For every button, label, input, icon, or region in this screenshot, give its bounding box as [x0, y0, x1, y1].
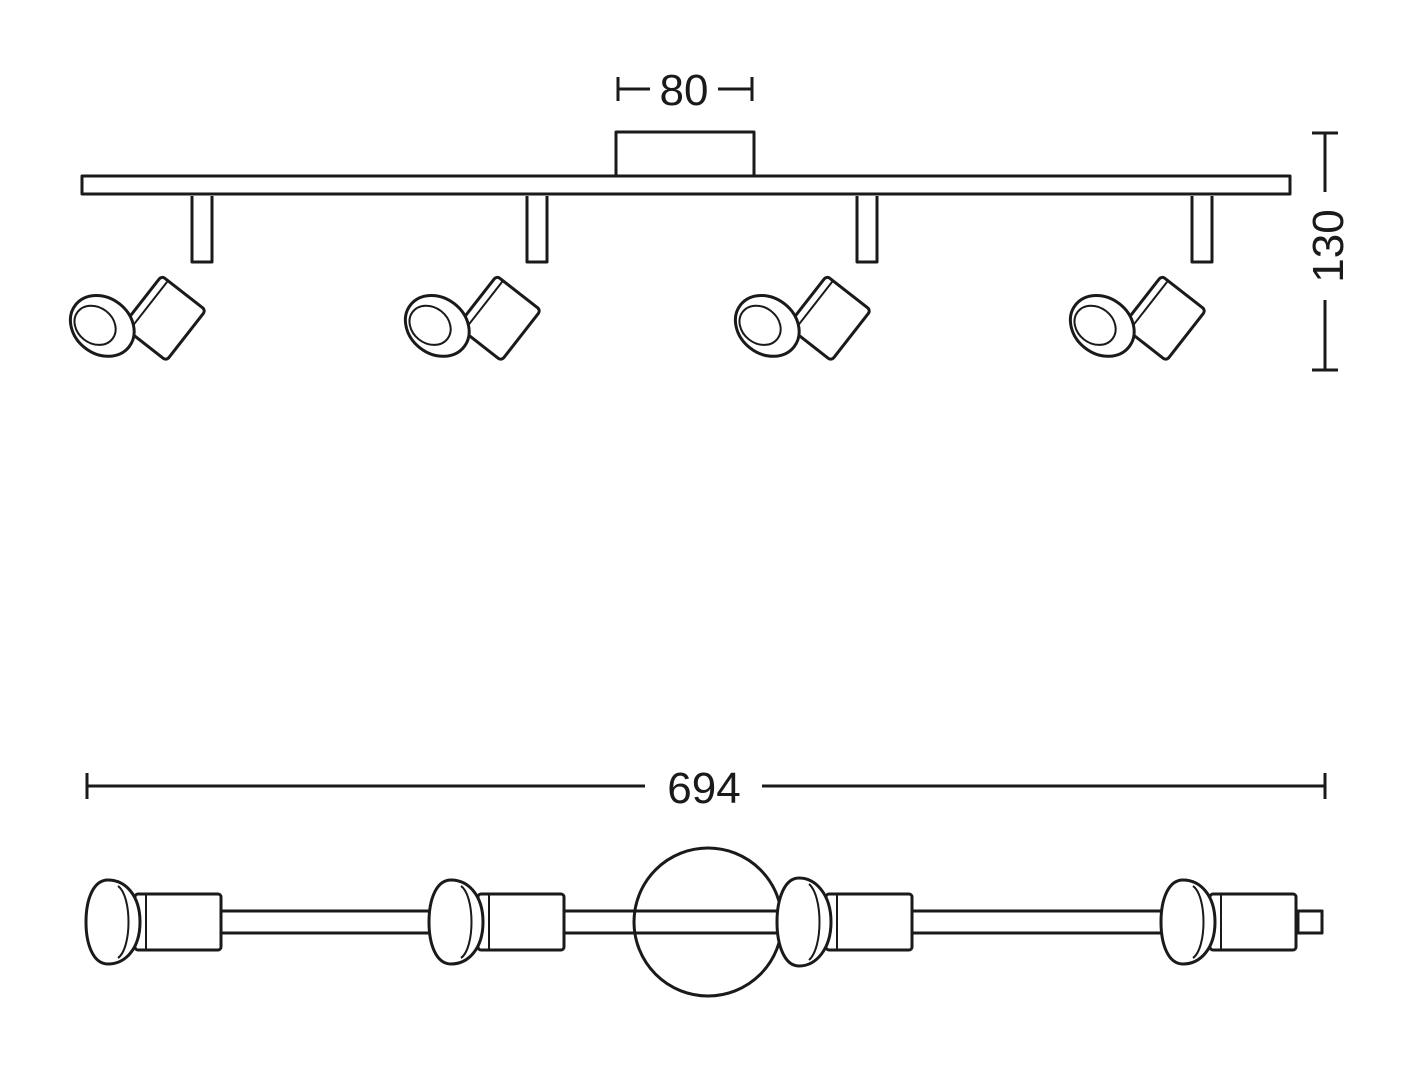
ceiling-mount-block [614, 130, 756, 178]
length-dimension: 694 [85, 764, 1327, 813]
mount-width-label: 80 [660, 66, 709, 115]
top-view: 694 [84, 764, 1327, 998]
length-label: 694 [667, 764, 740, 813]
front-spot [733, 196, 879, 361]
height-dimension: 130 [1304, 131, 1353, 372]
front-spot [68, 196, 214, 361]
front-spot [403, 196, 549, 361]
top-spot [775, 876, 914, 968]
front-bar [80, 174, 1292, 196]
mount-width-dimension: 80 [616, 66, 754, 115]
top-spot [427, 878, 566, 966]
front-spot [1068, 196, 1214, 361]
top-spot [84, 878, 223, 966]
round-canopy [632, 846, 784, 998]
height-label: 130 [1304, 209, 1353, 282]
front-view: 80 130 [68, 66, 1353, 372]
top-spot [1159, 878, 1298, 966]
